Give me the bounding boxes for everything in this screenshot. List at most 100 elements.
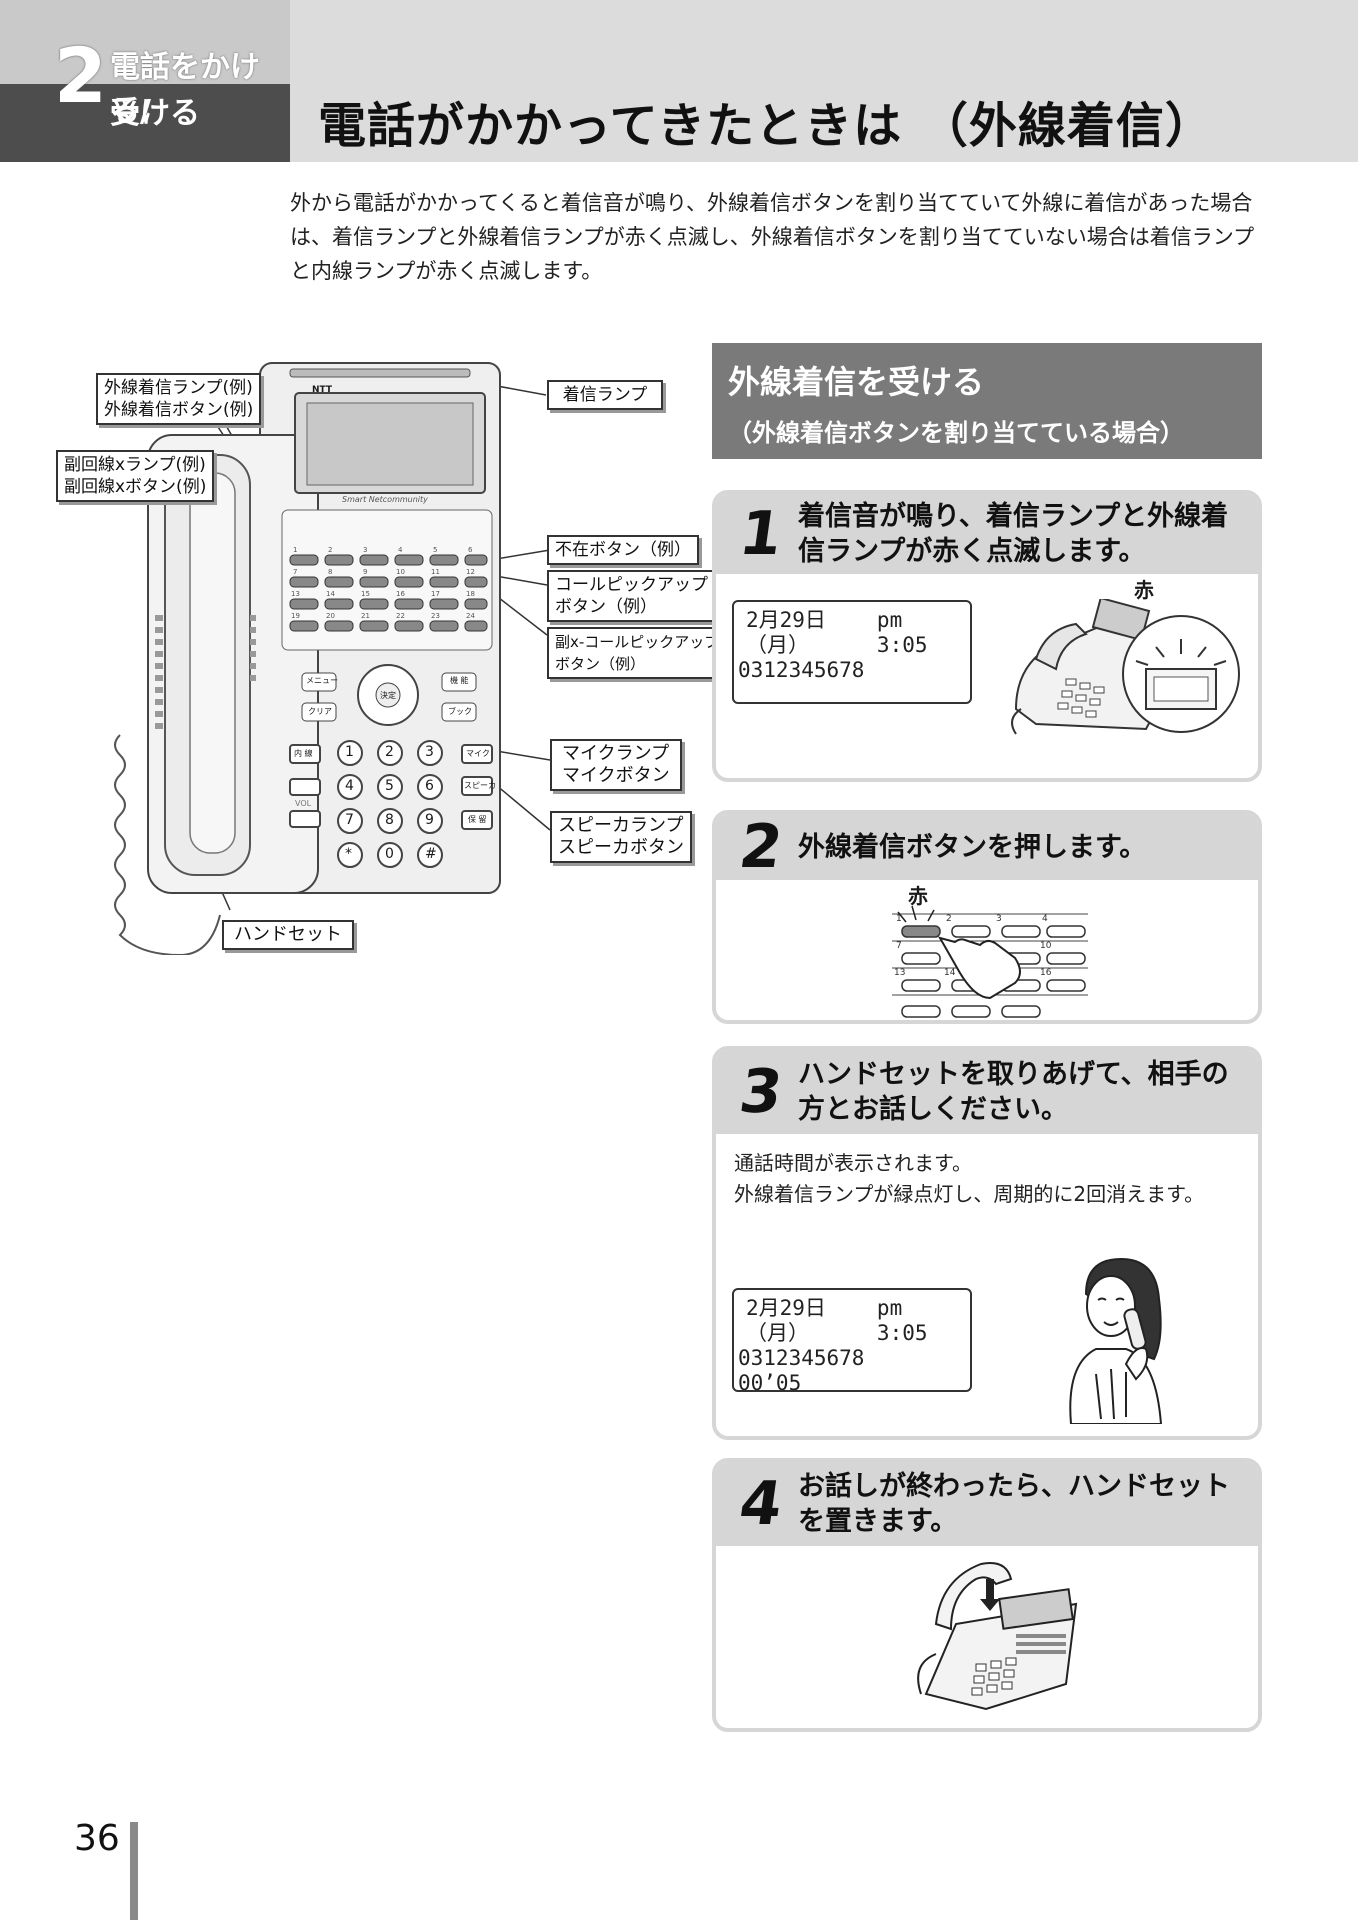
phone-mic-key: マイク: [466, 749, 490, 758]
page-title: 電話がかかってきたときは （外線着信）: [318, 98, 1214, 154]
line-number: 11: [431, 568, 440, 576]
line-number: 16: [396, 590, 405, 598]
phone-brand: NTT: [312, 385, 333, 395]
callout-speaker-line2: スピーカボタン: [558, 837, 684, 858]
callout-mic-line2: マイクボタン: [562, 765, 670, 786]
callout-ring-lamp: 着信ランプ: [547, 380, 663, 410]
page-number: 36: [74, 1818, 120, 1859]
step-text: お話しが終わったら、ハンドセットを置きます。: [798, 1471, 1230, 1537]
line-number: 6: [468, 546, 473, 554]
callout-absent: 不在ボタン（例）: [547, 535, 699, 565]
line-number: 21: [361, 612, 370, 620]
chapter-tab: 2 電話をかける/ 受ける: [0, 0, 290, 162]
step-3-head: 3 ハンドセットを取りあげて、相手の方とお話しください。: [716, 1050, 1258, 1134]
phone-book-key: ブック: [448, 707, 472, 716]
line-number: 24: [466, 612, 475, 620]
chapter-title-line1: 電話をかける/: [110, 50, 260, 129]
callout-sub-line-line1: 副回線xランプ(例): [64, 455, 206, 475]
step-2-head: 2 外線着信ボタンを押します。: [716, 814, 1258, 882]
phone-naisen-key: 内 線: [294, 749, 313, 758]
phone-menu-key: メニュー: [306, 676, 338, 685]
chapter-title-line2: 受ける: [110, 96, 200, 131]
dial-key: #: [425, 846, 437, 862]
title-band: [290, 0, 1358, 162]
callout-speaker-line1: スピーカランプ: [558, 815, 684, 836]
key-label: 7: [896, 941, 902, 951]
phone-diagram: NTT Smart Netcommunity メニュー クリア 決定 機 能 ブ…: [50, 355, 728, 955]
callout-outside-lamp-line2: 外線着信ボタン(例): [104, 400, 254, 420]
lcd-time: pm 3:05: [876, 1296, 928, 1345]
line-number: 20: [326, 612, 335, 620]
phone-decide-key: 決定: [380, 691, 396, 700]
dial-key: 6: [425, 778, 434, 794]
callout-handset: ハンドセット: [222, 920, 354, 950]
callout-sub-pickup-line2: ボタン（例）: [555, 655, 646, 673]
callout-sub-pickup-line1: 副x-コールピックアップ: [555, 633, 720, 651]
lcd-display: 2月29日（月） pm 3:05 0312345678: [732, 600, 972, 704]
line-number: 10: [396, 568, 405, 576]
callout-outside-lamp: 外線着信ランプ(例) 外線着信ボタン(例): [96, 373, 262, 425]
key-labels: 1 2 3 4 7 10 13 14 16: [892, 906, 1092, 1020]
callout-call-pickup-line2: ボタン（例）: [555, 597, 657, 617]
line-number: 1: [293, 546, 298, 554]
step-4-head: 4 お話しが終わったら、ハンドセットを置きます。: [716, 1462, 1258, 1546]
key-label: 16: [1040, 968, 1052, 978]
phone-line-numbers: 1 2 3 4 5 6 7 8 9 10 11 12 13 14 15 16 1…: [50, 355, 690, 655]
line-number: 23: [431, 612, 440, 620]
dial-key: 0: [385, 846, 394, 862]
line-number: 3: [363, 546, 368, 554]
phone-dial-labels: 1 2 3 4 5 6 7 8 9 * 0 #: [50, 355, 690, 955]
line-number: 18: [466, 590, 475, 598]
callout-call-pickup: コールピックアップ ボタン（例）: [547, 570, 716, 622]
phone-function-key: 機 能: [450, 676, 469, 685]
hangup-phone-illustration: [917, 1562, 1078, 1711]
line-number: 5: [433, 546, 438, 554]
callout-speaker: スピーカランプ スピーカボタン: [550, 811, 692, 863]
chapter-number: 2: [54, 31, 107, 120]
key-label: 3: [996, 914, 1002, 924]
red-label: 赤: [1134, 578, 1154, 602]
dial-key: 7: [345, 812, 354, 828]
lcd-date: 2月29日（月）: [746, 1296, 826, 1345]
lcd-time: pm 3:05: [876, 608, 928, 657]
step-3: 3 ハンドセットを取りあげて、相手の方とお話しください。 通話時間が表示されます…: [712, 1046, 1262, 1440]
dial-key: 1: [345, 744, 354, 760]
section-header: 外線着信を受ける （外線着信ボタンを割り当てている場合）: [712, 343, 1262, 459]
dial-key: 8: [385, 812, 394, 828]
key-label: 14: [944, 968, 956, 978]
step-3-body: 通話時間が表示されます。 外線着信ランプが緑点灯し、周期的に2回消えます。 2月…: [716, 1134, 1258, 1424]
red-label: 赤: [908, 884, 928, 908]
key-label: 10: [1040, 941, 1052, 951]
phone-illustration: [114, 362, 551, 955]
callout-outside-lamp-line1: 外線着信ランプ(例): [104, 378, 253, 398]
line-number: 17: [431, 590, 440, 598]
ringing-phone-illustration: [1011, 599, 1240, 735]
callout-call-pickup-line1: コールピックアップ: [555, 575, 708, 595]
phone-vol-label: VOL: [295, 799, 312, 808]
key-press-illustration: [892, 906, 1088, 1018]
callout-sub-line: 副回線xランプ(例) 副回線xボタン(例): [56, 450, 215, 502]
line-number: 2: [328, 546, 333, 554]
line-number: 19: [291, 612, 300, 620]
step-note: 外線着信ランプが緑点灯し、周期的に2回消えます。: [734, 1182, 1205, 1206]
step-text: 着信音が鳴り、着信ランプと外線着信ランプが赤く点滅します。: [798, 501, 1229, 567]
section-subtitle: （外線着信ボタンを割り当てている場合）: [728, 419, 1184, 447]
dial-key: 3: [425, 744, 434, 760]
lcd-row-datetime: 2月29日（月） pm 3:05: [738, 608, 966, 658]
step-number: 1: [735, 499, 787, 569]
line-number: 9: [363, 568, 368, 576]
line-number: 12: [466, 568, 475, 576]
phone-speaker-key: スピーカ: [464, 781, 496, 790]
phone-hold-key: 保 留: [468, 815, 487, 824]
section-title: 外線着信を受ける: [728, 363, 985, 401]
callout-sub-pickup: 副x-コールピックアップ ボタン（例）: [547, 627, 728, 679]
line-number: 8: [328, 568, 333, 576]
step-number: 4: [735, 1469, 787, 1539]
lcd-number: 0312345678: [738, 1346, 865, 1370]
callout-mic: マイクランプ マイクボタン: [550, 739, 682, 791]
lcd-display: 2月29日（月） pm 3:05 0312345678 00’05: [732, 1288, 972, 1395]
key-label: 2: [946, 914, 952, 924]
phone-clear-key: クリア: [308, 707, 332, 716]
line-number: 4: [398, 546, 403, 554]
dial-key: *: [345, 846, 352, 862]
